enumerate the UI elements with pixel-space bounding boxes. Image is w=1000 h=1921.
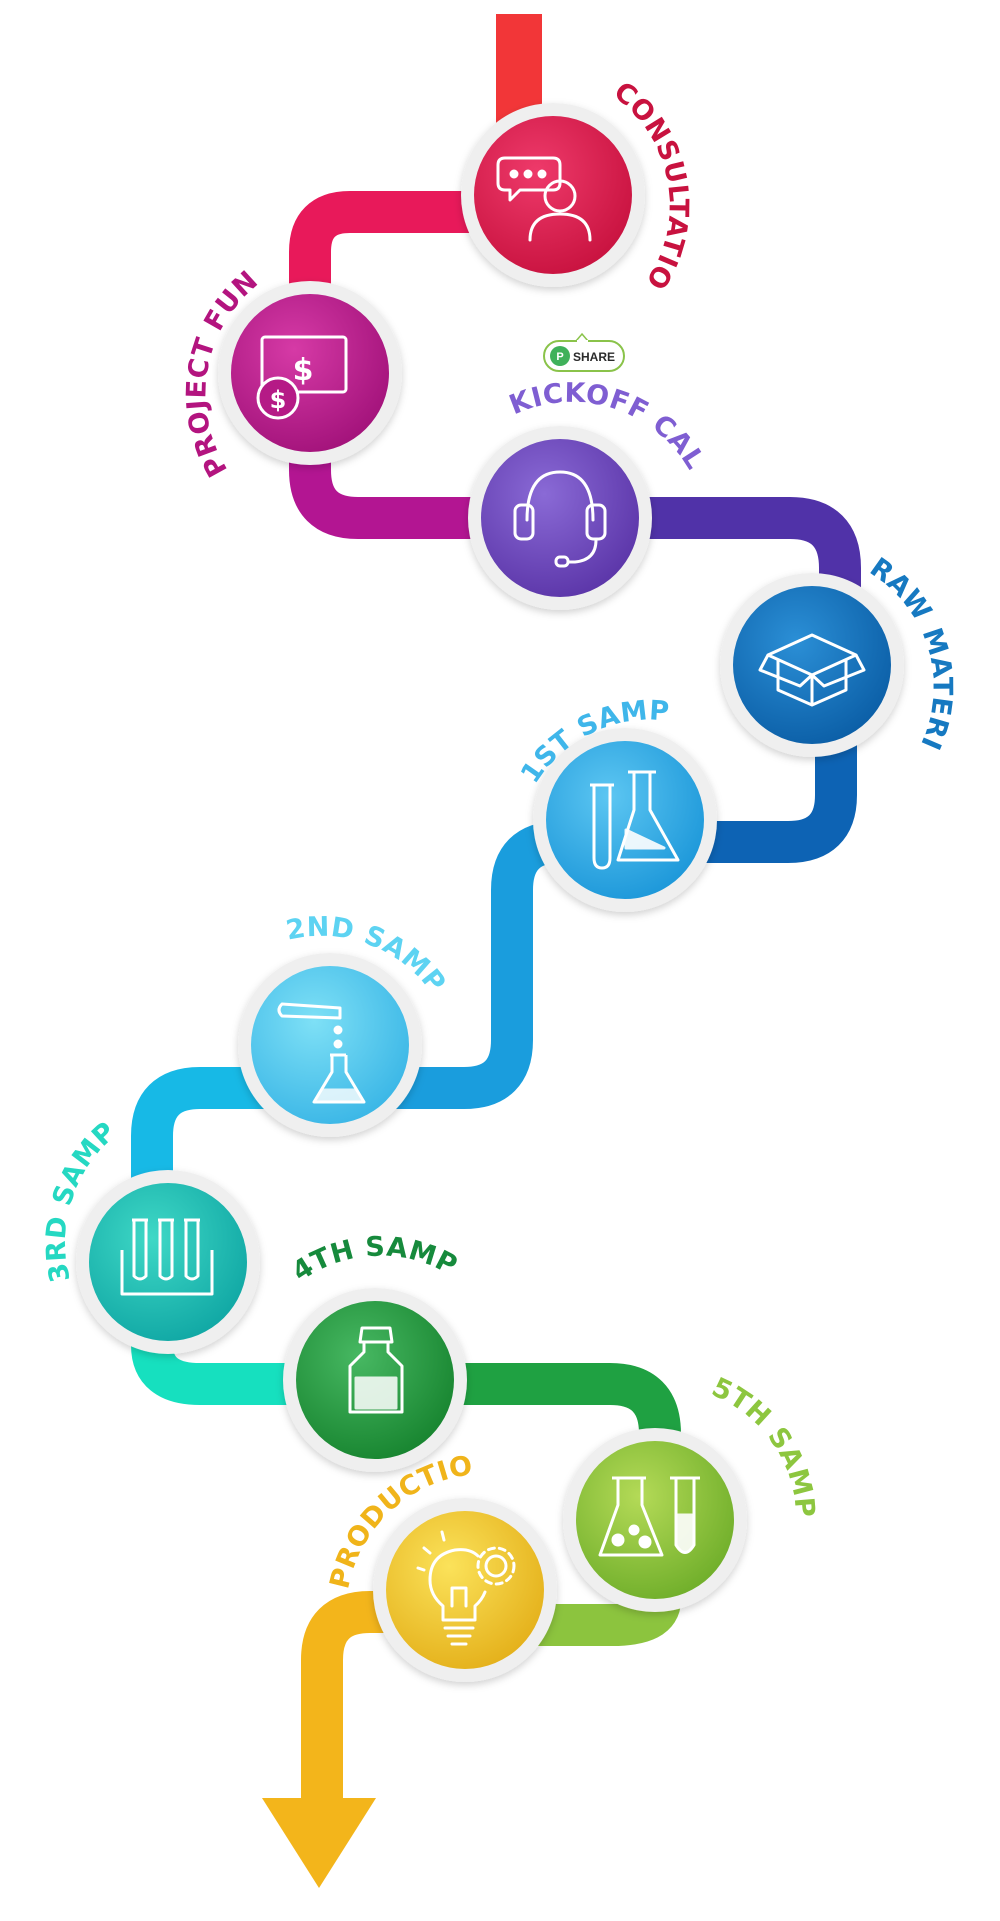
share-label: SHARE <box>573 350 615 364</box>
step-kickoff-call <box>468 426 652 610</box>
road-segment <box>131 1067 290 1210</box>
flask-and-tube-icon <box>598 1476 700 1557</box>
open-box-icon <box>758 633 866 707</box>
step-3rd-sample <box>76 1170 260 1354</box>
share-badge-letter: P <box>556 351 563 363</box>
step-4th-sample <box>283 1288 467 1472</box>
consultation-chat-person-icon <box>496 156 592 242</box>
headset-icon <box>513 470 607 568</box>
step-1st-sample <box>533 728 717 912</box>
svg-text:$: $ <box>293 353 314 388</box>
lightbulb-gear-icon <box>416 1530 516 1646</box>
test-tube-rack-icon <box>120 1218 214 1296</box>
step-5th-sample <box>563 1428 747 1612</box>
step-raw-materials <box>720 573 904 757</box>
step-project-funded: $ $ <box>218 281 402 465</box>
road-segment <box>289 191 548 315</box>
svg-text:$: $ <box>270 386 287 414</box>
step-consultation <box>461 103 645 287</box>
step-label-project-funded: PROJECT FUNDED <box>0 0 264 482</box>
bottle-icon <box>348 1326 404 1414</box>
road-segment <box>289 420 560 539</box>
step-label-3rd-sample: 3RD SAMPLE <box>0 0 122 1285</box>
road-segment <box>301 1591 420 1800</box>
road-segment <box>560 497 861 640</box>
pouring-tube-flask-icon <box>277 1002 366 1104</box>
step-production <box>373 1498 557 1682</box>
down-arrow-icon <box>262 1798 376 1888</box>
step-nodes: $ $ <box>76 103 904 1682</box>
step-2nd-sample <box>238 953 422 1137</box>
test-tube-flask-icon <box>590 770 680 870</box>
share-badge-icon <box>550 346 570 366</box>
share-button[interactable]: P SHARE <box>543 332 625 372</box>
dollar-money-icon: $ $ <box>256 335 348 420</box>
road-segment <box>690 735 857 863</box>
